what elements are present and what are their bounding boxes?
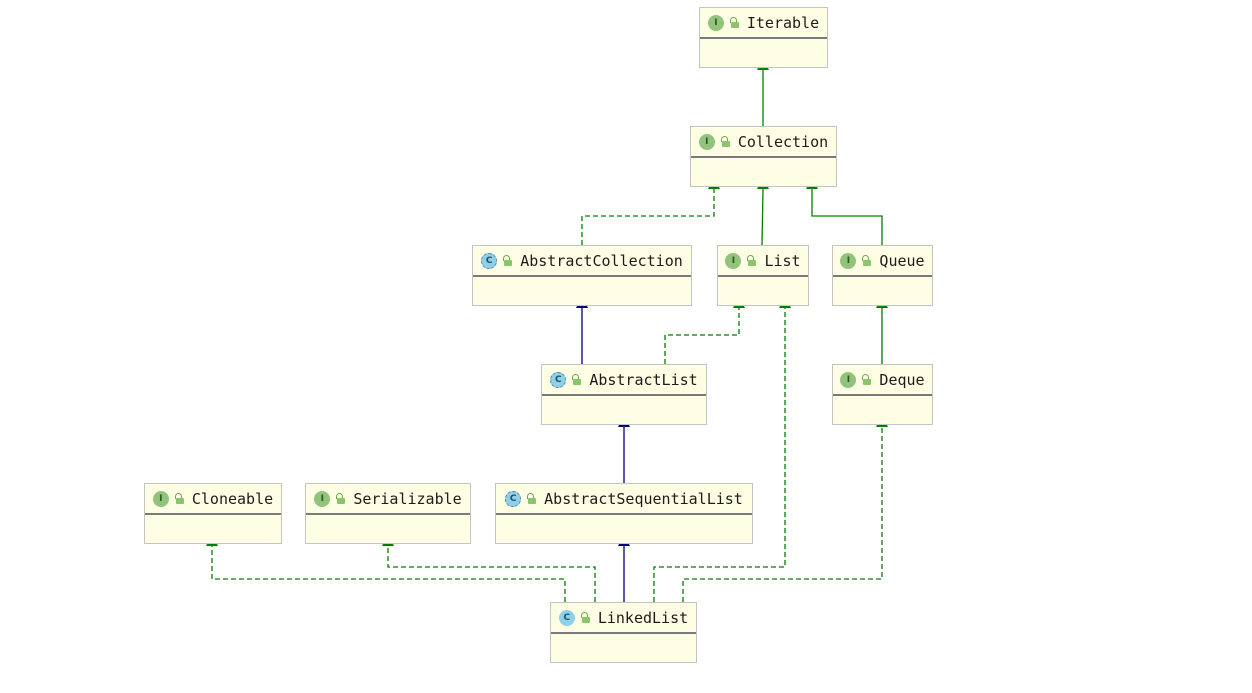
interface-icon: I	[725, 252, 742, 269]
public-lock-icon	[746, 254, 757, 267]
abstract-class-icon: C	[550, 371, 567, 388]
interface-icon: I	[840, 371, 857, 388]
node-abstractcollection[interactable]: C AbstractCollection	[472, 245, 692, 306]
edge-abstractlist-to-list	[664, 296, 745, 364]
edge-list-to-collection	[757, 177, 769, 246]
edge-linkedlist-to-deque	[682, 415, 888, 602]
node-list[interactable]: I List	[717, 245, 809, 306]
node-name: Cloneable	[191, 489, 274, 508]
node-header: I Collection	[691, 127, 836, 158]
node-header: I List	[718, 246, 808, 277]
public-lock-icon	[580, 611, 590, 624]
node-deque[interactable]: I Deque	[832, 364, 933, 425]
node-name: Iterable	[746, 13, 820, 32]
node-header: I Queue	[833, 246, 932, 277]
interface-icon: I	[698, 133, 715, 150]
node-serializable[interactable]: I Serializable	[305, 483, 471, 544]
node-name: AbstractCollection	[520, 251, 683, 270]
public-lock-icon	[526, 492, 537, 505]
node-header: I Iterable	[700, 8, 827, 39]
node-name: Queue	[879, 251, 925, 270]
node-header: I Cloneable	[145, 484, 281, 515]
edge-linkedlist-to-list	[653, 296, 791, 602]
class-icon: C	[558, 609, 575, 626]
interface-icon: I	[152, 490, 169, 507]
node-header: I Deque	[833, 365, 932, 396]
node-header: C LinkedList	[551, 603, 696, 634]
public-lock-icon	[861, 254, 872, 267]
interface-icon: I	[314, 490, 331, 507]
node-name: Collection	[737, 132, 829, 151]
node-name: AbstractSequentialList	[544, 489, 743, 508]
abstract-class-icon: C	[505, 490, 522, 507]
public-lock-icon	[729, 16, 739, 29]
edge-linkedlist-to-serializable	[382, 534, 596, 602]
node-name: Deque	[879, 370, 925, 389]
public-lock-icon	[861, 373, 872, 386]
interface-icon: I	[707, 14, 724, 31]
public-lock-icon	[720, 135, 730, 148]
interface-icon: I	[840, 252, 857, 269]
node-collection[interactable]: I Collection	[690, 126, 837, 187]
node-header: C AbstractList	[542, 365, 706, 396]
edge-linkedlist-to-cloneable	[206, 534, 566, 602]
node-name: Serializable	[353, 489, 462, 508]
edge-abstractcollection-to-collection	[581, 177, 720, 245]
node-name: List	[764, 251, 801, 270]
node-abstractsequentiallist[interactable]: C AbstractSequentialList	[495, 483, 753, 544]
node-linkedlist[interactable]: C LinkedList	[550, 602, 697, 663]
node-header: I Serializable	[306, 484, 470, 515]
public-lock-icon	[335, 492, 346, 505]
node-header: C AbstractSequentialList	[496, 484, 752, 515]
node-iterable[interactable]: I Iterable	[699, 7, 828, 68]
node-name: LinkedList	[597, 608, 689, 627]
edge-queue-to-collection	[806, 177, 883, 245]
public-lock-icon	[571, 373, 582, 386]
node-cloneable[interactable]: I Cloneable	[144, 483, 282, 544]
abstract-class-icon: C	[481, 252, 498, 269]
public-lock-icon	[502, 254, 513, 267]
node-abstractlist[interactable]: C AbstractList	[541, 364, 707, 425]
public-lock-icon	[174, 492, 184, 505]
node-name: AbstractList	[589, 370, 698, 389]
node-header: C AbstractCollection	[473, 246, 691, 277]
node-queue[interactable]: I Queue	[832, 245, 933, 306]
